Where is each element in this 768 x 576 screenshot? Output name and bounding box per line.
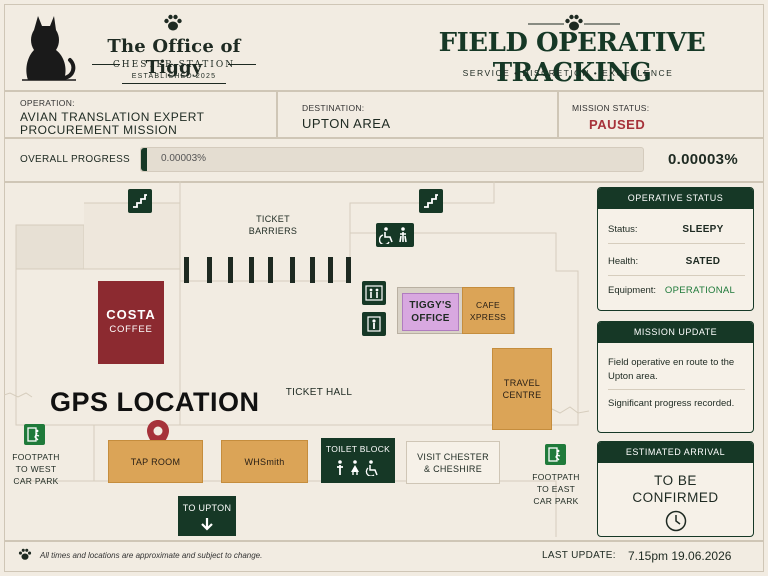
operation-value: AVIAN TRANSLATION EXPERT PROCUREMENT MIS…: [20, 110, 205, 137]
mission-update-title: MISSION UPDATE: [598, 322, 753, 343]
travel-centre[interactable]: TRAVEL CENTRE: [492, 348, 552, 430]
mission-update-item: Field operative en route to the Upton ar…: [608, 357, 735, 382]
divider: [608, 243, 745, 244]
ticket-barrier-post: [346, 257, 351, 283]
destination-label: DESTINATION:: [302, 103, 365, 113]
footpath-west[interactable]: FOOTPATH TO WEST CAR PARK: [12, 452, 60, 486]
costa-name: COSTA: [106, 307, 156, 322]
ticket-barrier-post: [268, 257, 273, 283]
last-update-label: LAST UPDATE:: [542, 550, 616, 561]
to-upton-label: TO UPTON: [182, 503, 232, 513]
divider: [608, 389, 745, 390]
toilet-block[interactable]: TOILET BLOCK: [321, 438, 395, 483]
status-row-label: Status:: [608, 224, 638, 235]
ticket-barrier-post: [310, 257, 315, 283]
brand-subtitle: CHESTER STATION: [112, 60, 236, 70]
cat-logo-icon: [22, 16, 76, 81]
toilet-block-label: TOILET BLOCK: [325, 444, 391, 454]
exit-icon: [545, 444, 566, 465]
whsmith[interactable]: WHSmith: [221, 440, 308, 483]
progress-label: OVERALL PROGRESS: [20, 154, 131, 165]
divider: [276, 90, 278, 137]
ticket-barrier-post: [184, 257, 189, 283]
page-frame: [4, 4, 764, 572]
progress-bar: 0.00003%: [140, 147, 644, 172]
divider: [4, 90, 764, 92]
lift-icon: [362, 281, 386, 305]
operation-label: OPERATION:: [20, 98, 75, 108]
ticket-barrier-post: [228, 257, 233, 283]
equipment-row-label: Equipment:: [608, 285, 657, 296]
health-row-value: SATED: [685, 256, 721, 267]
estimated-arrival-title: ESTIMATED ARRIVAL: [598, 442, 753, 463]
divider: [4, 540, 764, 542]
gps-location-label: GPS LOCATION: [50, 387, 260, 417]
divider: [608, 275, 745, 276]
tap-room[interactable]: TAP ROOM: [108, 440, 203, 483]
brand-name: The Office of Tiggy: [107, 36, 241, 78]
divider: [92, 64, 120, 66]
mission-update-panel: MISSION UPDATE Field operative en route …: [597, 321, 754, 433]
progress-fill: [141, 148, 148, 171]
ticket-barrier-post: [207, 257, 212, 283]
ticket-barrier-post: [290, 257, 295, 283]
tagline: SERVICE • DISCRETION • EXCELLENCE: [462, 68, 674, 78]
last-update-value: 7.15pm 19.06.2026: [628, 549, 732, 563]
exit-icon: [24, 424, 45, 445]
ticket-hall-label: TICKET HALL: [285, 387, 353, 398]
divider: [228, 64, 256, 66]
toilet-icons: [337, 460, 378, 476]
divider: [4, 181, 764, 183]
mission-update-item: Significant progress recorded.: [608, 398, 735, 409]
operative-status-panel: OPERATIVE STATUS Status: SLEEPY Health: …: [597, 187, 754, 311]
disclaimer: All times and locations are approximate …: [40, 551, 263, 560]
accessible-toilet-sign: [376, 223, 414, 247]
health-row-label: Health:: [608, 256, 639, 267]
estimated-arrival-value: TO BE CONFIRMED: [632, 473, 719, 505]
header-ornament: [528, 14, 620, 31]
divider: [557, 90, 559, 137]
cafe-xpress[interactable]: CAFE XPRESS: [462, 287, 514, 334]
divider: [122, 83, 226, 85]
progress-value: 0.00003%: [668, 151, 738, 168]
progress-inline-text: 0.00003%: [161, 153, 207, 164]
accessible-icon: [379, 227, 407, 244]
status-row-value: SLEEPY: [682, 224, 724, 235]
clock-icon: [665, 510, 687, 532]
stairs-icon: [419, 189, 443, 213]
mission-status-value: PAUSED: [589, 117, 646, 132]
costa-coffee-shop[interactable]: COSTA COFFEE: [98, 281, 164, 364]
to-upton-sign[interactable]: TO UPTON: [178, 496, 236, 536]
stairs-icon: [128, 189, 152, 213]
visit-chester[interactable]: VISIT CHESTER & CHESHIRE: [406, 441, 500, 484]
brand-established: ESTABLISHED 2025: [131, 73, 217, 80]
ticket-barriers-label: TICKET BARRIERS: [248, 214, 298, 236]
station-map[interactable]: TICKET BARRIERS COSTA COFFEE TIGGY'S OFF…: [4, 181, 589, 537]
estimated-arrival-panel: ESTIMATED ARRIVAL TO BE CONFIRMED: [597, 441, 754, 537]
operative-status-title: OPERATIVE STATUS: [598, 188, 753, 209]
costa-sub: COFFEE: [109, 324, 153, 335]
destination-value: UPTON AREA: [302, 116, 391, 131]
footpath-east[interactable]: FOOTPATH TO EAST CAR PARK: [532, 472, 580, 506]
lift-icon: [362, 312, 386, 336]
ticket-barrier-post: [328, 257, 333, 283]
tiggys-office[interactable]: TIGGY'S OFFICE: [402, 293, 459, 331]
divider: [4, 137, 764, 139]
paw-icon: [164, 14, 182, 31]
arrow-down-icon: [201, 518, 213, 531]
page-title: FIELD OPERATIVE TRACKING: [438, 28, 706, 88]
map-floorplan: [4, 181, 589, 537]
paw-icon: [18, 548, 32, 560]
equipment-row-value: OPERATIONAL: [664, 285, 736, 296]
ticket-barrier-post: [249, 257, 254, 283]
mission-status-label: MISSION STATUS:: [572, 103, 650, 113]
